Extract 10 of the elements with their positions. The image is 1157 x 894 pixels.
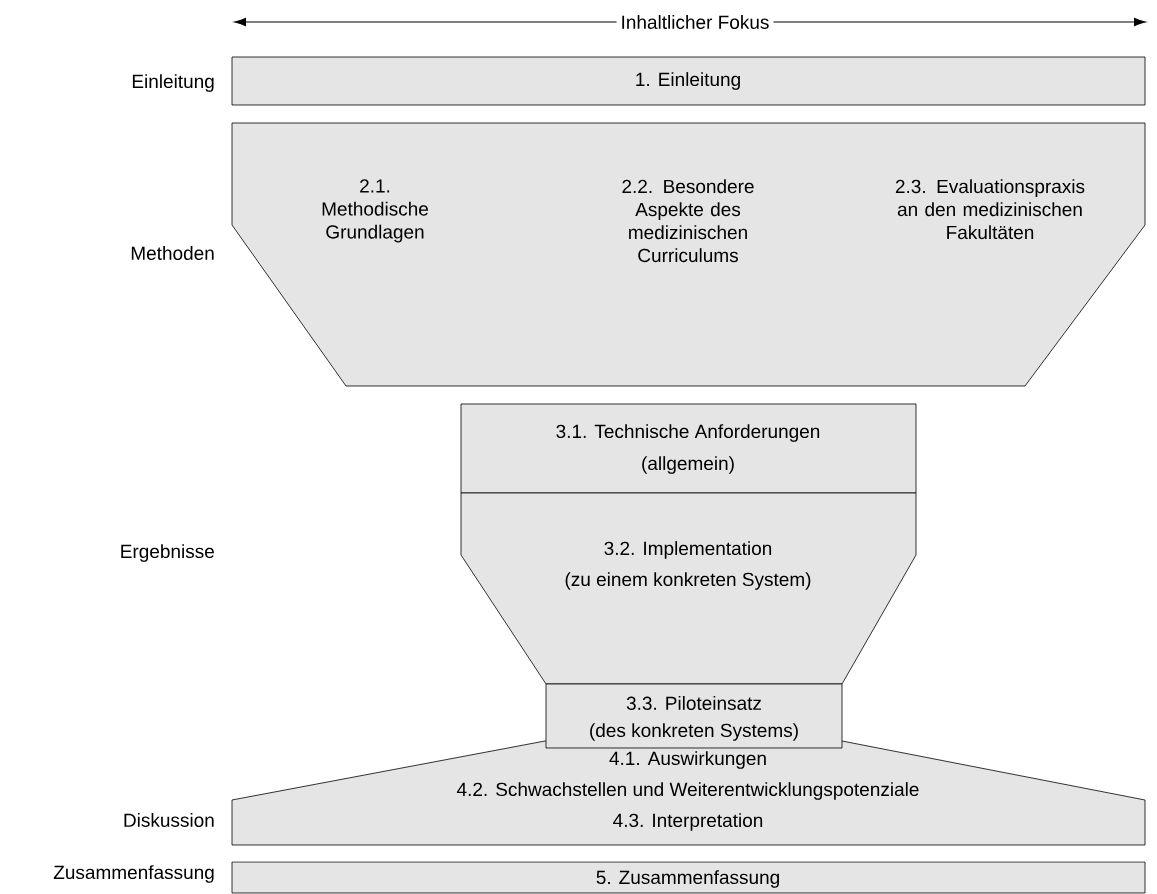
section-box: 3.3. Piloteinsatz (des konkreten Systems) <box>545 683 843 749</box>
axis-label: Inhaltlicher Fokus <box>616 11 774 33</box>
section-label: Einleitung <box>132 74 214 92</box>
section-label: Zusammenfassung <box>53 865 214 883</box>
section-box: 3.1. Technische Anforderungen (allgemein) <box>460 403 917 494</box>
section-label: Methoden <box>131 246 214 260</box>
section-label: Diskussion <box>124 813 214 827</box>
section-label: Ergebnisse <box>121 544 214 562</box>
section-box: 5. Zusammenfassung <box>231 861 1146 894</box>
section-box: 1. Einleitung <box>231 56 1146 106</box>
